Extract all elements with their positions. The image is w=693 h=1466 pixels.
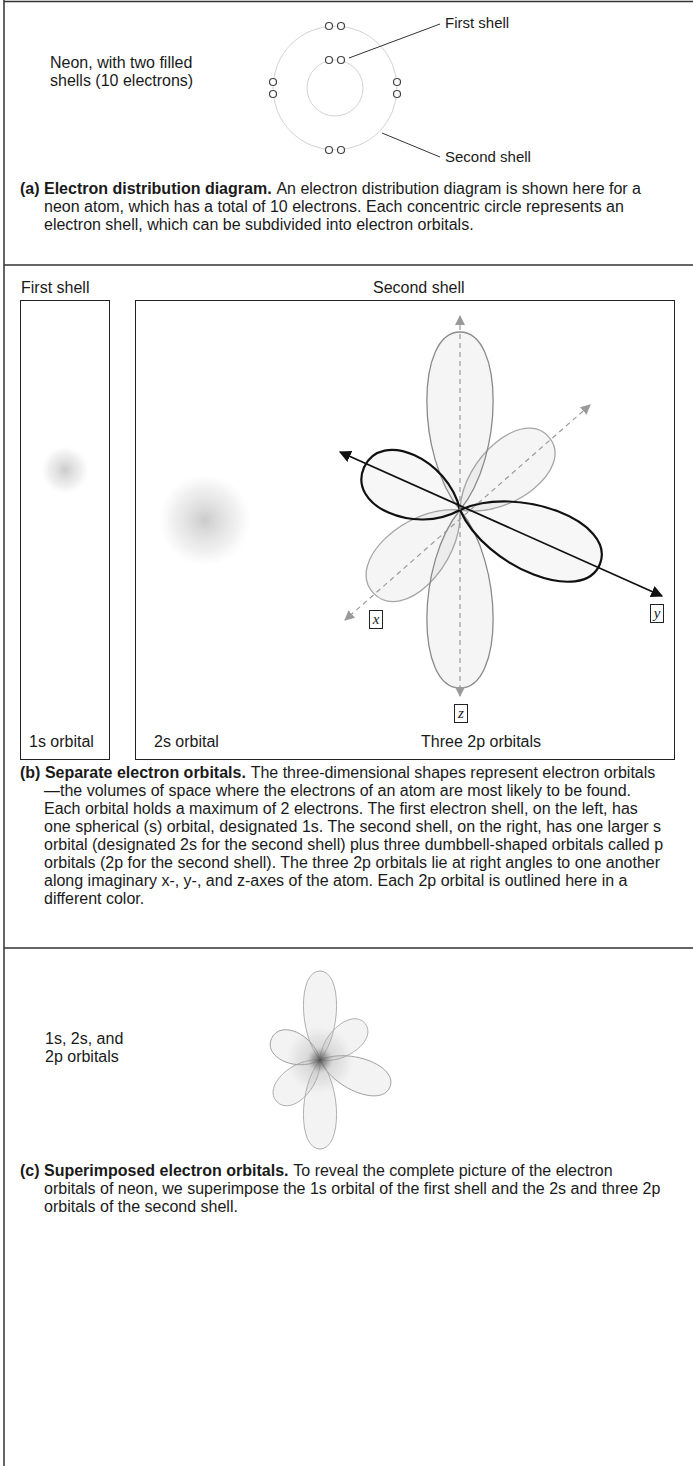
superimposed-orbitals [265,971,396,1149]
electron [394,91,401,98]
electron-distribution-diagram [270,23,441,158]
electron [338,23,345,30]
caption-heading: (c) Superimposed electron orbitals. [20,1162,289,1179]
orbital-1s [41,446,89,494]
electron [338,147,345,154]
shell-box: Second shell2s orbitalThree 2p orbitalsx… [135,300,675,760]
caption-block: (c) Superimposed electron orbitals.To re… [20,1162,665,1216]
frame-line [3,0,5,1466]
leader-label: First shell [445,14,509,32]
first-shell-circle [307,60,363,116]
orbital-1s [307,1047,333,1073]
caption-block: (a) Electron distribution diagram.An ele… [20,180,665,234]
orbital-label: 2s orbital [154,733,219,751]
x-axis [345,405,590,620]
axis-label-box: z [454,704,468,723]
orbital-label: 1s, 2s, and 2p orbitals [45,1030,140,1066]
electron [270,79,277,86]
frame-line [4,1,693,3]
axis-label: x [373,612,380,627]
panel-separator [4,264,693,266]
atom-label: Neon, with two filled shells (10 electro… [50,54,220,90]
caption-heading: (a) Electron distribution diagram. [20,180,272,197]
orbital-label: 1s orbital [29,733,94,751]
leader-label: Second shell [445,148,531,166]
caption-block: (b) Separate electron orbitals.The three… [20,764,665,908]
axis-label: y [654,606,661,621]
shell-box: First shell1s orbital [20,300,110,760]
axis-label: z [458,706,464,721]
axis-label-box: x [369,610,384,629]
electron [326,147,333,154]
caption-heading: (b) Separate electron orbitals. [20,764,246,781]
orbital-label: Three 2p orbitals [421,733,541,751]
panel-separator [4,947,693,949]
electron-dots [270,23,401,154]
leader-line [382,133,440,157]
electron [326,57,333,64]
second-shell-circle [273,26,397,150]
electron [326,23,333,30]
y-axis [340,452,662,596]
electron [270,91,277,98]
shell-heading: Second shell [373,279,465,297]
shell-heading: First shell [21,279,89,297]
electron [394,79,401,86]
electron [338,57,345,64]
caption-body: The three-dimensional shapes represent e… [44,764,663,907]
orbitals-2p [351,332,612,688]
orbital-2s [159,474,251,566]
leader-line [349,24,440,58]
axis-label-box: y [650,604,665,623]
